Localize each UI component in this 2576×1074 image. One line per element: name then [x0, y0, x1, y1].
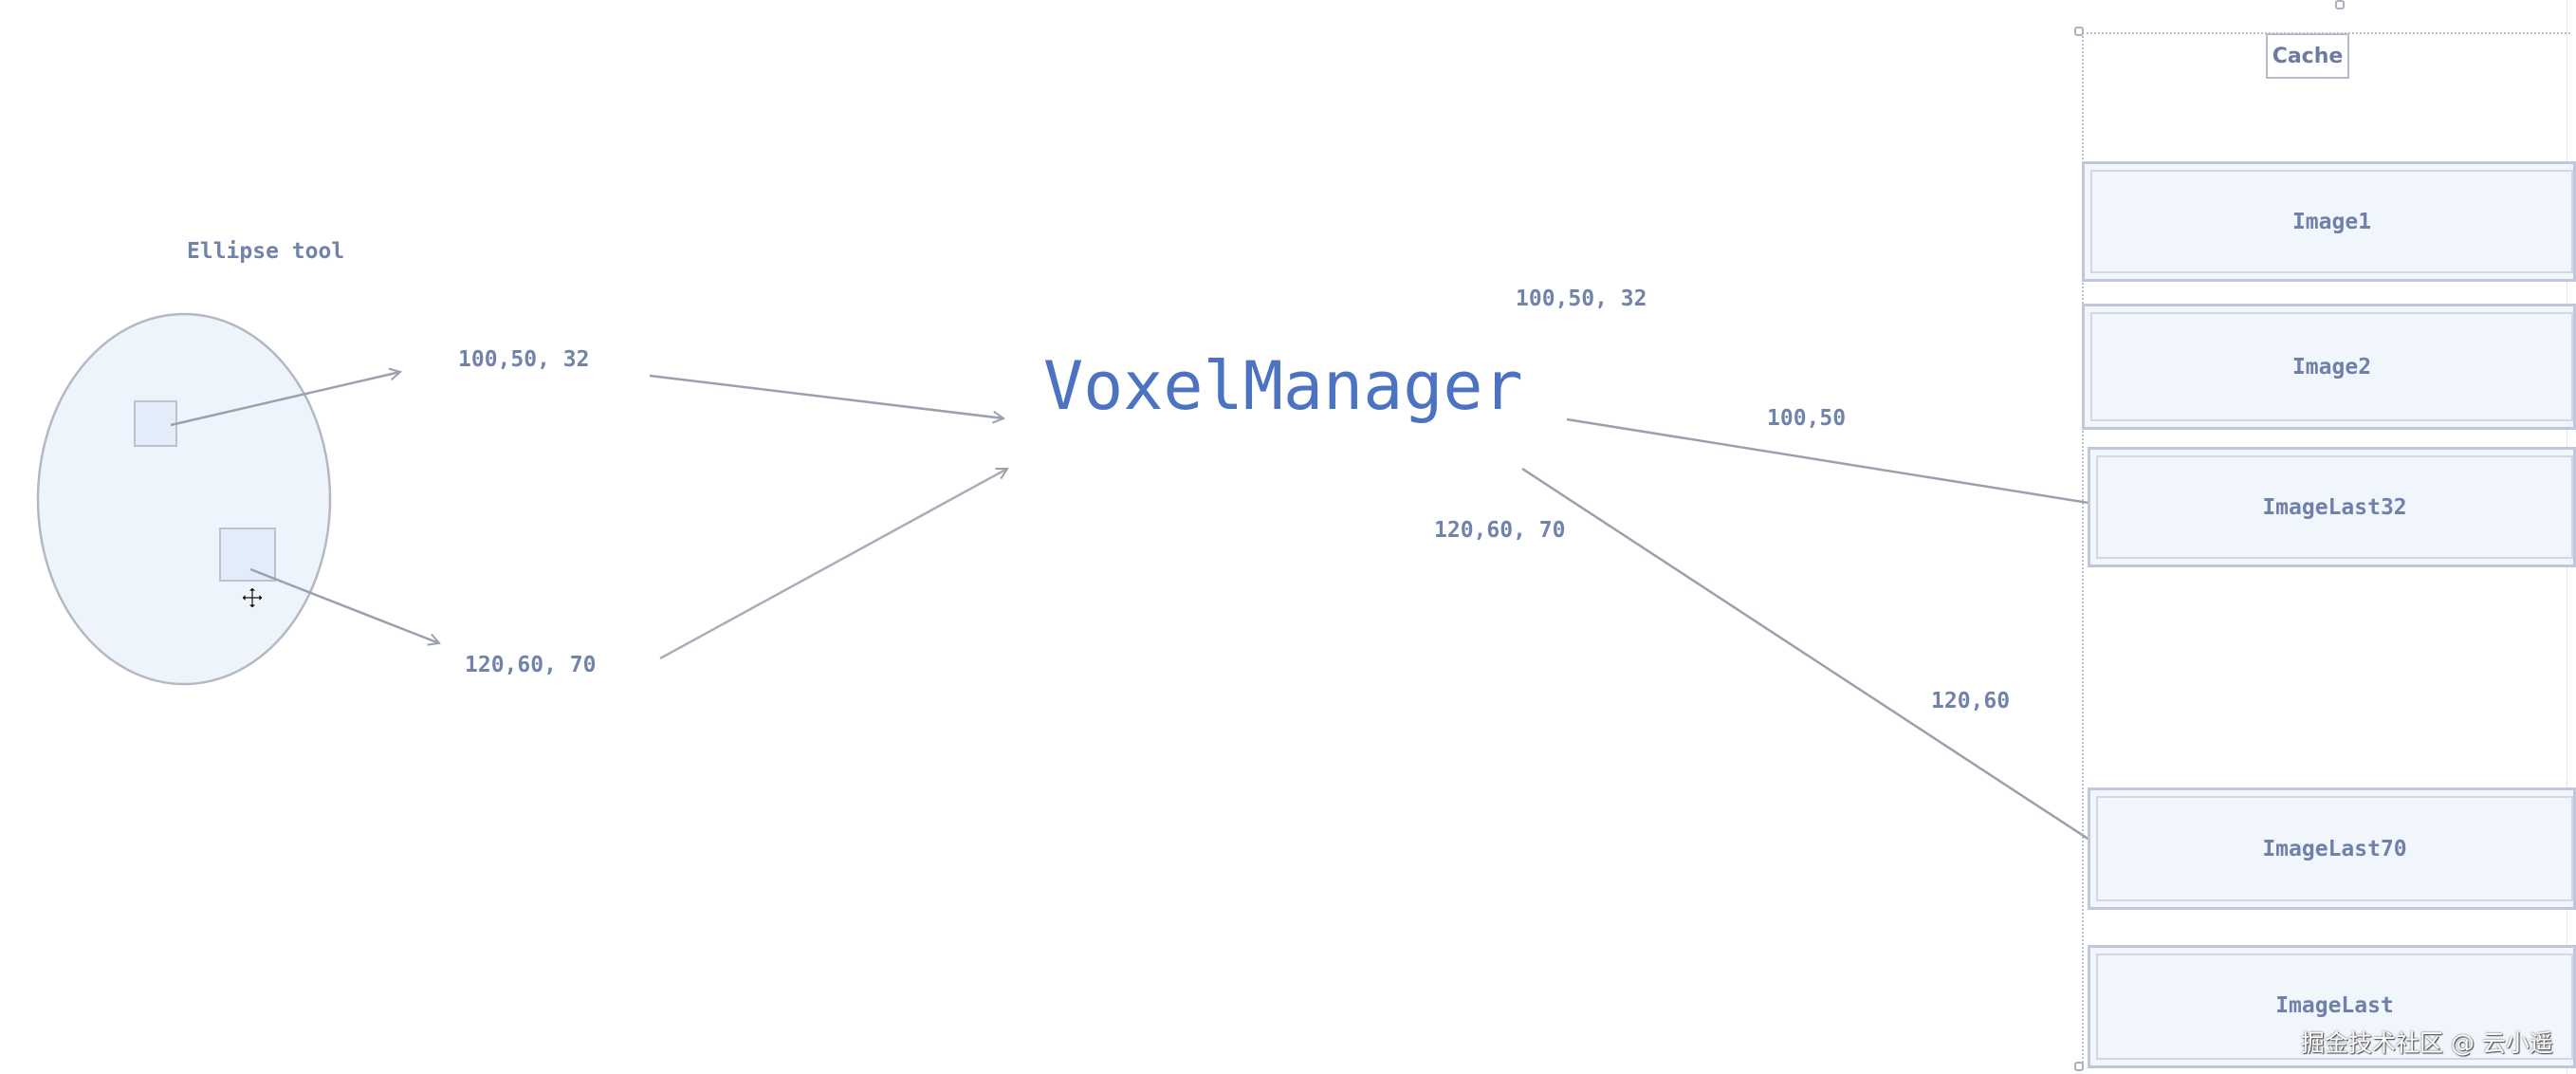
cache-label: Cache	[2266, 33, 2349, 79]
resize-handle-bottom-left[interactable]	[2074, 1062, 2084, 1071]
cache-slot-image1[interactable]: Image1	[2082, 161, 2576, 282]
voxel-region-top[interactable]	[134, 400, 177, 447]
move-cursor-icon	[241, 586, 264, 609]
input-label-top: 100,50, 32	[458, 347, 590, 372]
arrow-region-top-to-label	[170, 372, 400, 427]
output-label-top-3d: 100,50, 32	[1516, 287, 1647, 311]
watermark: 掘金技术社区 @ 云小遥	[2301, 1029, 2553, 1057]
arrow-manager-to-imagelast70	[1521, 467, 2120, 860]
cache-slot-name: Image2	[2291, 354, 2372, 380]
cache-slot-image2[interactable]: Image2	[2082, 304, 2576, 430]
resize-handle-top-left[interactable]	[2074, 27, 2084, 36]
arrow-label-top-to-manager	[649, 374, 1003, 418]
cache-slot-name: ImageLast	[2275, 993, 2394, 1018]
voxel-region-bottom[interactable]	[219, 528, 276, 582]
arrow-region-bottom-to-label	[249, 567, 439, 643]
arrow-manager-to-imagelast32	[1566, 417, 2136, 510]
cache-slot-imagelast70[interactable]: ImageLast70	[2088, 787, 2576, 910]
cache-slot-name: ImageLast70	[2262, 836, 2407, 861]
arrow-label-bottom-to-manager	[659, 467, 1007, 660]
voxel-manager-title: VoxelManager	[1043, 347, 1523, 425]
rotate-handle-top[interactable]	[2335, 0, 2345, 9]
cache-slot-name: Image1	[2291, 209, 2372, 234]
cache-slot-imagelast32[interactable]: ImageLast32	[2088, 447, 2576, 567]
output-label-bottom-3d: 120,60, 70	[1434, 518, 1566, 543]
cache-slot-imagelast[interactable]: ImageLast	[2088, 945, 2576, 1068]
cache-slot-name: ImageLast32	[2262, 494, 2407, 520]
ellipse-tool-label: Ellipse tool	[187, 239, 345, 264]
ellipse-region[interactable]	[36, 312, 332, 686]
output-label-top-2d: 100,50	[1767, 406, 1847, 431]
output-label-bottom-2d: 120,60	[1931, 689, 2011, 713]
input-label-bottom: 120,60, 70	[465, 653, 597, 677]
